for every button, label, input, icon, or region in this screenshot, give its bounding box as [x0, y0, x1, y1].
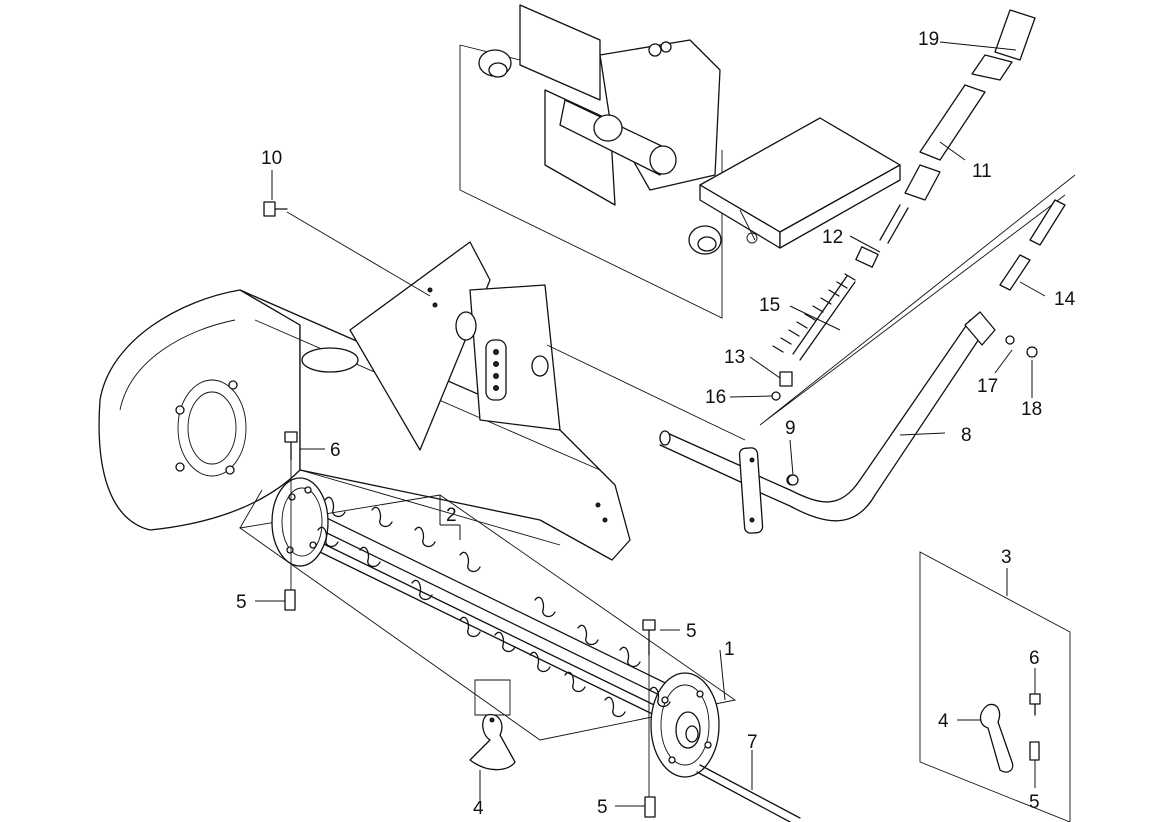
callout-11: 11	[972, 161, 992, 182]
callout-13: 13	[724, 347, 745, 368]
blade-left	[469, 679, 516, 771]
bolt-10	[263, 201, 431, 297]
callout-19: 19	[918, 29, 939, 50]
callout-labels: 1 2 3 4 4 5 5 5 5 6 6 7 8 9 10 11 12 14 …	[236, 29, 1076, 819]
callout-5-bottom: 5	[597, 797, 608, 818]
callout-15: 15	[759, 295, 780, 316]
callout-10: 10	[261, 148, 282, 169]
rod-14	[759, 174, 1076, 426]
callout-12: 12	[822, 227, 843, 248]
callout-3: 3	[1001, 547, 1012, 568]
reel-frame-box	[238, 489, 737, 741]
fasteners	[284, 431, 656, 818]
callout-1: 1	[724, 639, 735, 660]
callout-7: 7	[747, 732, 758, 753]
cutter-reel	[271, 477, 720, 778]
inset-box-3	[919, 551, 1071, 822]
rod-11	[855, 9, 1036, 268]
leader-lines	[255, 41, 1046, 807]
callout-5-left: 5	[236, 592, 247, 613]
callout-5-right: 5	[686, 621, 697, 642]
callout-9: 9	[785, 418, 796, 439]
callout-4-left: 4	[473, 798, 484, 819]
callout-2: 2	[446, 505, 457, 526]
shaft	[696, 764, 801, 822]
nuts	[787, 335, 1038, 486]
side-frame-housing	[98, 241, 631, 561]
pedal-bracket-assembly	[459, 4, 901, 319]
spring	[771, 273, 856, 401]
callout-6: 6	[330, 440, 341, 461]
callout-4-inset: 4	[938, 711, 949, 732]
callout-6-inset: 6	[1029, 648, 1040, 669]
handle-lever	[546, 311, 996, 534]
callout-16: 16	[705, 387, 726, 408]
callout-17: 17	[977, 376, 998, 397]
callout-5-inset: 5	[1029, 792, 1040, 813]
callout-8: 8	[961, 425, 972, 446]
callout-18: 18	[1021, 399, 1042, 420]
callout-14: 14	[1054, 289, 1076, 310]
